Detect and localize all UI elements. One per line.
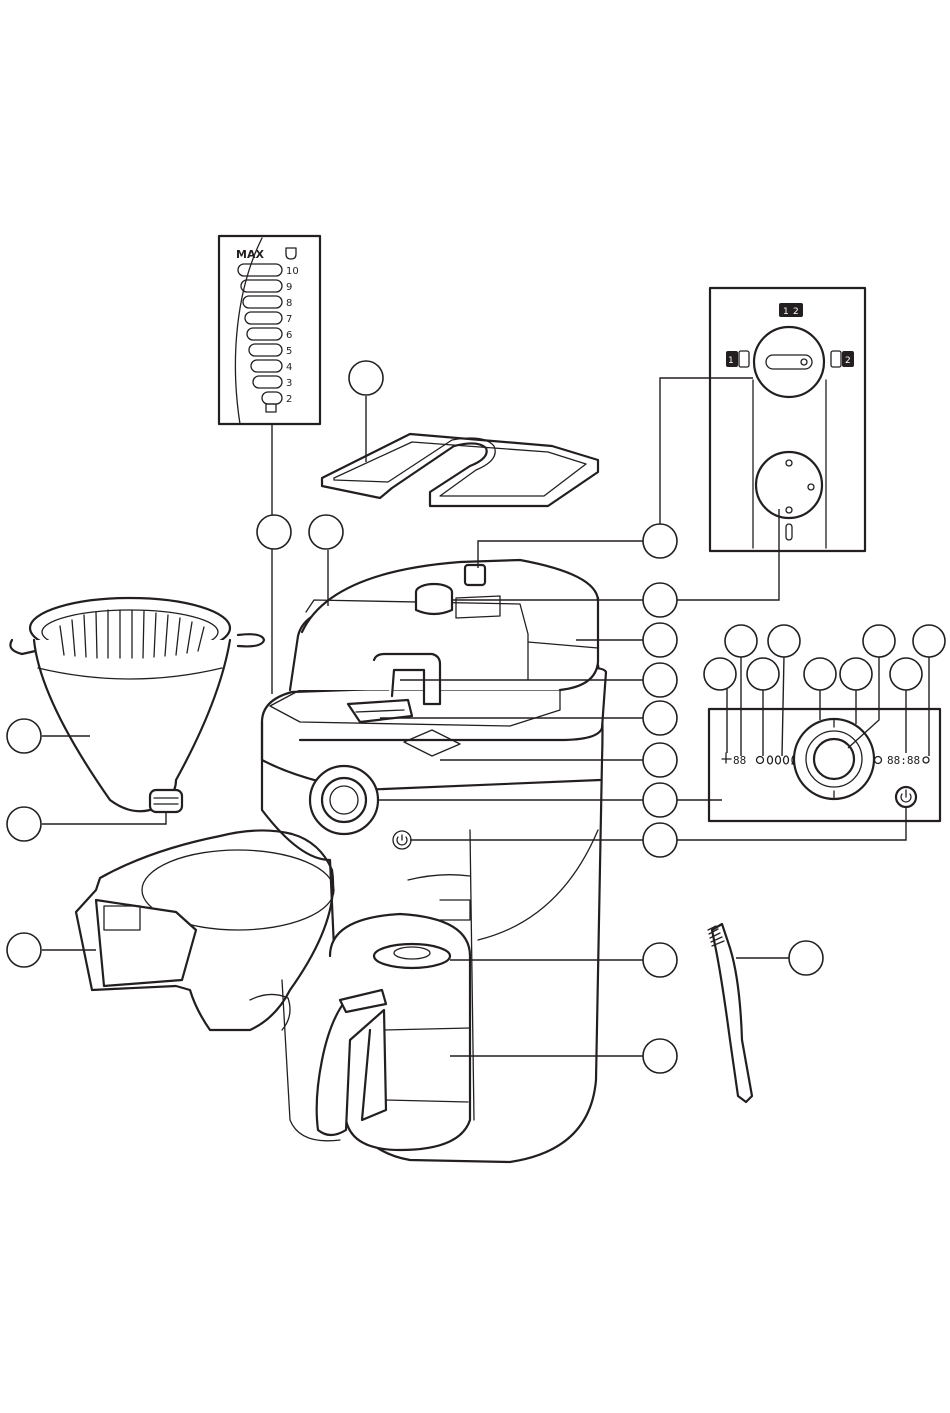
filter-holder: [10, 598, 264, 812]
callout-filter-holder: [7, 719, 41, 753]
gauge-max-label: MAX: [236, 248, 264, 261]
callout-bean-lid: [349, 361, 383, 395]
callout-panel-a: [725, 625, 757, 657]
cup-selector-knob: [754, 327, 824, 397]
callout-panel-b: [768, 625, 800, 657]
clock-display: 88:88: [887, 754, 920, 767]
cups-display: 88: [733, 754, 746, 767]
cleaning-brush: [708, 924, 752, 1102]
drip-stop-valve: [150, 790, 182, 812]
callout-power-button: [643, 823, 677, 857]
callout-chute: [643, 743, 677, 777]
callout-carafe-lid: [643, 943, 677, 977]
gauge-level-8: 8: [286, 298, 292, 309]
cup-selector-knob-on-unit: [465, 565, 485, 585]
callout-panel-f: [747, 658, 779, 690]
gauge-level-7: 7: [286, 314, 292, 325]
svg-text:1: 1: [728, 356, 734, 366]
callout-brush: [789, 941, 823, 975]
callout-panel-g: [804, 658, 836, 690]
gauge-level-9: 9: [286, 282, 292, 293]
grind-selector-panel: 1 2 1 2: [710, 288, 865, 551]
callout-bean-container: [643, 623, 677, 657]
callout-tank-lid: [643, 701, 677, 735]
svg-text:1: 1: [783, 307, 789, 317]
grind-selector-knob: [756, 452, 822, 518]
selector-top-badge: 1 2: [779, 303, 803, 317]
carafe: [317, 914, 470, 1150]
callout-cradle: [7, 933, 41, 967]
callout-panel-h: [840, 658, 872, 690]
bean-container-lid: [322, 434, 598, 506]
callout-water-gauge: [257, 515, 291, 549]
water-level-gauge: MAX 10 9 8 7 6 5 4 3 2: [219, 236, 320, 514]
callout-cup-selector: [643, 524, 677, 558]
gauge-level-5: 5: [286, 346, 292, 357]
callout-grind-selector: [643, 583, 677, 617]
gauge-level-3: 3: [286, 378, 292, 389]
gauge-level-10: 10: [286, 266, 299, 277]
callout-panel-i: [890, 658, 922, 690]
callout-carafe: [643, 1039, 677, 1073]
callout-drip-stop: [7, 807, 41, 841]
gauge-level-6: 6: [286, 330, 292, 341]
gauge-level-4: 4: [286, 362, 292, 373]
svg-text:2: 2: [793, 307, 799, 317]
callout-panel-e: [704, 658, 736, 690]
svg-text:2: 2: [845, 356, 851, 366]
callout-panel-c: [863, 625, 895, 657]
callout-tank-handle: [643, 663, 677, 697]
gauge-level-2: 2: [286, 394, 292, 405]
callout-control-panel: [643, 783, 677, 817]
callout-panel-d: [913, 625, 945, 657]
callout-hopper: [309, 515, 343, 549]
filter-holder-cradle: [76, 830, 334, 1030]
